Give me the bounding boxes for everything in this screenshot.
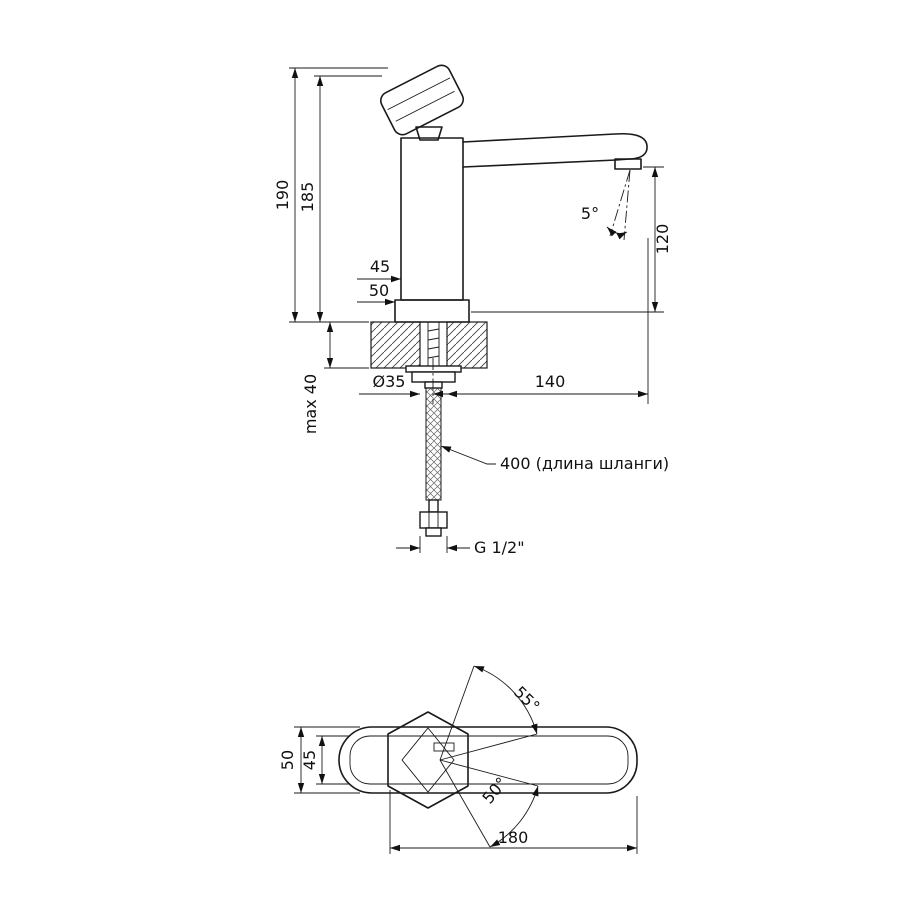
- dim-label-thread: G 1/2": [474, 538, 525, 557]
- hose-length-leader: 400 (длина шланги): [440, 445, 669, 473]
- side-view: 5°: [273, 64, 672, 557]
- dim-label-top-width: 50: [278, 750, 297, 770]
- spout-height-dimension: 120: [471, 166, 672, 313]
- faucet-handle: [380, 64, 464, 141]
- mounting-deck: [370, 321, 488, 369]
- width-dimensions: 45 50: [357, 257, 401, 306]
- dim-label-base-width: 50: [369, 281, 389, 300]
- fixing-nut: [405, 365, 462, 383]
- faucet-base: [394, 299, 470, 323]
- hose-nut: [419, 511, 448, 529]
- top-view-handle: [387, 711, 469, 809]
- dim-label-body-height: 185: [298, 182, 317, 213]
- height-dimensions: 190 185: [273, 67, 388, 323]
- top-view-length-dimension: 180: [389, 790, 638, 854]
- dim-label-overall-length: 180: [498, 828, 529, 847]
- stream-angle-5: 5°: [581, 169, 631, 241]
- dim-label-spout-height: 120: [653, 224, 672, 255]
- dim-label-body-width: 45: [370, 257, 390, 276]
- dim-label-spout-reach: 140: [535, 372, 566, 391]
- top-view-width-dimensions: 50 45: [278, 726, 360, 794]
- faucet-spout: [462, 132, 648, 170]
- dim-label-shank-diameter: Ø35: [373, 372, 406, 391]
- aerator: [614, 158, 642, 170]
- dim-label-top-inner-width: 45: [300, 750, 319, 770]
- flexible-hose: [419, 381, 448, 537]
- reach-and-shank-dimensions: Ø35 140: [359, 238, 649, 404]
- hose-tip: [425, 527, 442, 537]
- dim-label-hose-length: 400 (длина шланги): [500, 454, 669, 473]
- deck-thickness-dimension: max 40: [301, 322, 369, 434]
- thread-dimension: G 1/2": [396, 536, 525, 557]
- top-view-body: [338, 726, 638, 794]
- threaded-shank: [427, 322, 440, 366]
- top-view: 55° 50° 50 45 180: [278, 665, 638, 854]
- dim-label-swivel-lower: 50°: [478, 773, 511, 807]
- dim-label-overall-height: 190: [273, 180, 292, 211]
- faucet-body: [400, 137, 464, 301]
- dim-label-swivel-upper: 55°: [510, 682, 543, 715]
- dim-label-deck-thickness: max 40: [301, 374, 320, 434]
- dim-label-spout-angle: 5°: [581, 204, 599, 223]
- handle-swivel-angles: 55° 50°: [439, 665, 544, 848]
